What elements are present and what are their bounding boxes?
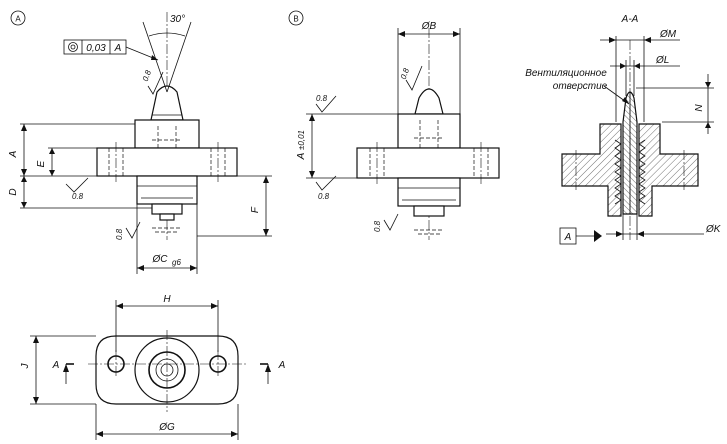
angle-label: 30° xyxy=(170,14,185,25)
dim-c-label: ØC xyxy=(152,254,169,265)
view-b-spigot xyxy=(397,177,461,207)
view-a-bore xyxy=(152,126,182,148)
section-arrow-right-label: A xyxy=(278,360,286,371)
view-a-angle-leg-left xyxy=(142,21,168,93)
view-b-marker: B xyxy=(293,15,298,24)
roughness-top: 0.8 xyxy=(315,94,337,113)
view-a-marker: A xyxy=(15,15,21,24)
dim-j-label: J xyxy=(20,363,31,370)
dim-l-label: ØL xyxy=(655,55,669,66)
tolerance-frame: 0,03 A xyxy=(63,39,159,61)
section-aa: A-A ØM ØL xyxy=(525,14,722,245)
view-b-bore xyxy=(414,120,444,148)
dim-h-label: H xyxy=(163,294,171,305)
dim-m-label: ØM xyxy=(659,29,677,40)
vent-label-line2: отверстие xyxy=(553,81,608,92)
roughness-flange: 0.8 xyxy=(65,177,89,201)
roughness-dome-value: 0.8 xyxy=(399,67,411,81)
view-a-pin-tip xyxy=(159,213,175,221)
datum-triangle xyxy=(594,230,602,242)
dim-a-tol-label: A xyxy=(296,152,307,160)
roughness-flange-value: 0.8 xyxy=(72,192,84,201)
roughness-lower-value: 0.8 xyxy=(373,220,382,232)
tolerance-value: 0,03 xyxy=(86,43,106,54)
dim-b-label: ØB xyxy=(421,21,437,32)
dim-d-label: D xyxy=(8,188,19,195)
roughness-dome: 0.8 xyxy=(399,65,423,91)
view-a-angle-arc xyxy=(148,32,186,37)
view-a-flange xyxy=(96,147,238,177)
roughness-spigot-value: 0.8 xyxy=(115,228,124,240)
dim-c-sub: g6 xyxy=(172,258,181,267)
section-body-right xyxy=(638,123,699,217)
tolerance-datum: A xyxy=(114,43,122,54)
section-body-left xyxy=(561,123,622,217)
view-b-upper-body xyxy=(397,113,461,149)
section-title: A-A xyxy=(621,14,639,25)
view-a-pin xyxy=(151,203,183,215)
view-a-cone xyxy=(150,85,184,121)
view-a: A 30° xyxy=(8,10,272,274)
top-view: H J ØG A A xyxy=(20,294,286,440)
view-a-pin-hidden xyxy=(152,227,182,233)
dim-f-label: F xyxy=(250,206,261,213)
vent-label-line1: Вентиляционное xyxy=(525,68,607,79)
dim-n-label: N xyxy=(694,104,705,112)
view-a-angle-leg-right xyxy=(166,21,192,93)
roughness-lower: 0.8 xyxy=(373,213,399,232)
dim-a-label: A xyxy=(8,150,19,158)
dim-g-label: ØG xyxy=(158,422,175,433)
view-b-marker-circle xyxy=(288,10,304,26)
roughness-bottom: 0.8 xyxy=(315,175,337,201)
concentricity-icon xyxy=(68,42,78,52)
roughness-top-value: 0.8 xyxy=(316,94,328,103)
view-b-dome xyxy=(414,88,444,115)
section-spring xyxy=(614,139,646,205)
view-a-marker-circle xyxy=(10,10,26,26)
view-b-pin xyxy=(413,205,445,217)
view-a-upper-body xyxy=(134,119,200,149)
datum-box-label: A xyxy=(564,232,572,243)
roughness-cone-value: 0.8 xyxy=(141,69,153,83)
roughness-bottom-value: 0.8 xyxy=(318,192,330,201)
dim-k-label: ØK xyxy=(705,224,722,235)
section-arrow-left-label: A xyxy=(52,360,60,371)
view-a-spigot xyxy=(136,175,198,205)
view-b-flange xyxy=(356,147,500,179)
roughness-spigot: 0.8 xyxy=(115,221,141,240)
roughness-cone: 0.8 xyxy=(141,69,164,95)
dim-a-tol-sub: ±0,01 xyxy=(297,130,306,150)
dim-e-label: E xyxy=(36,160,47,167)
view-b: B ØB 0.8 0.8 xyxy=(288,10,500,240)
